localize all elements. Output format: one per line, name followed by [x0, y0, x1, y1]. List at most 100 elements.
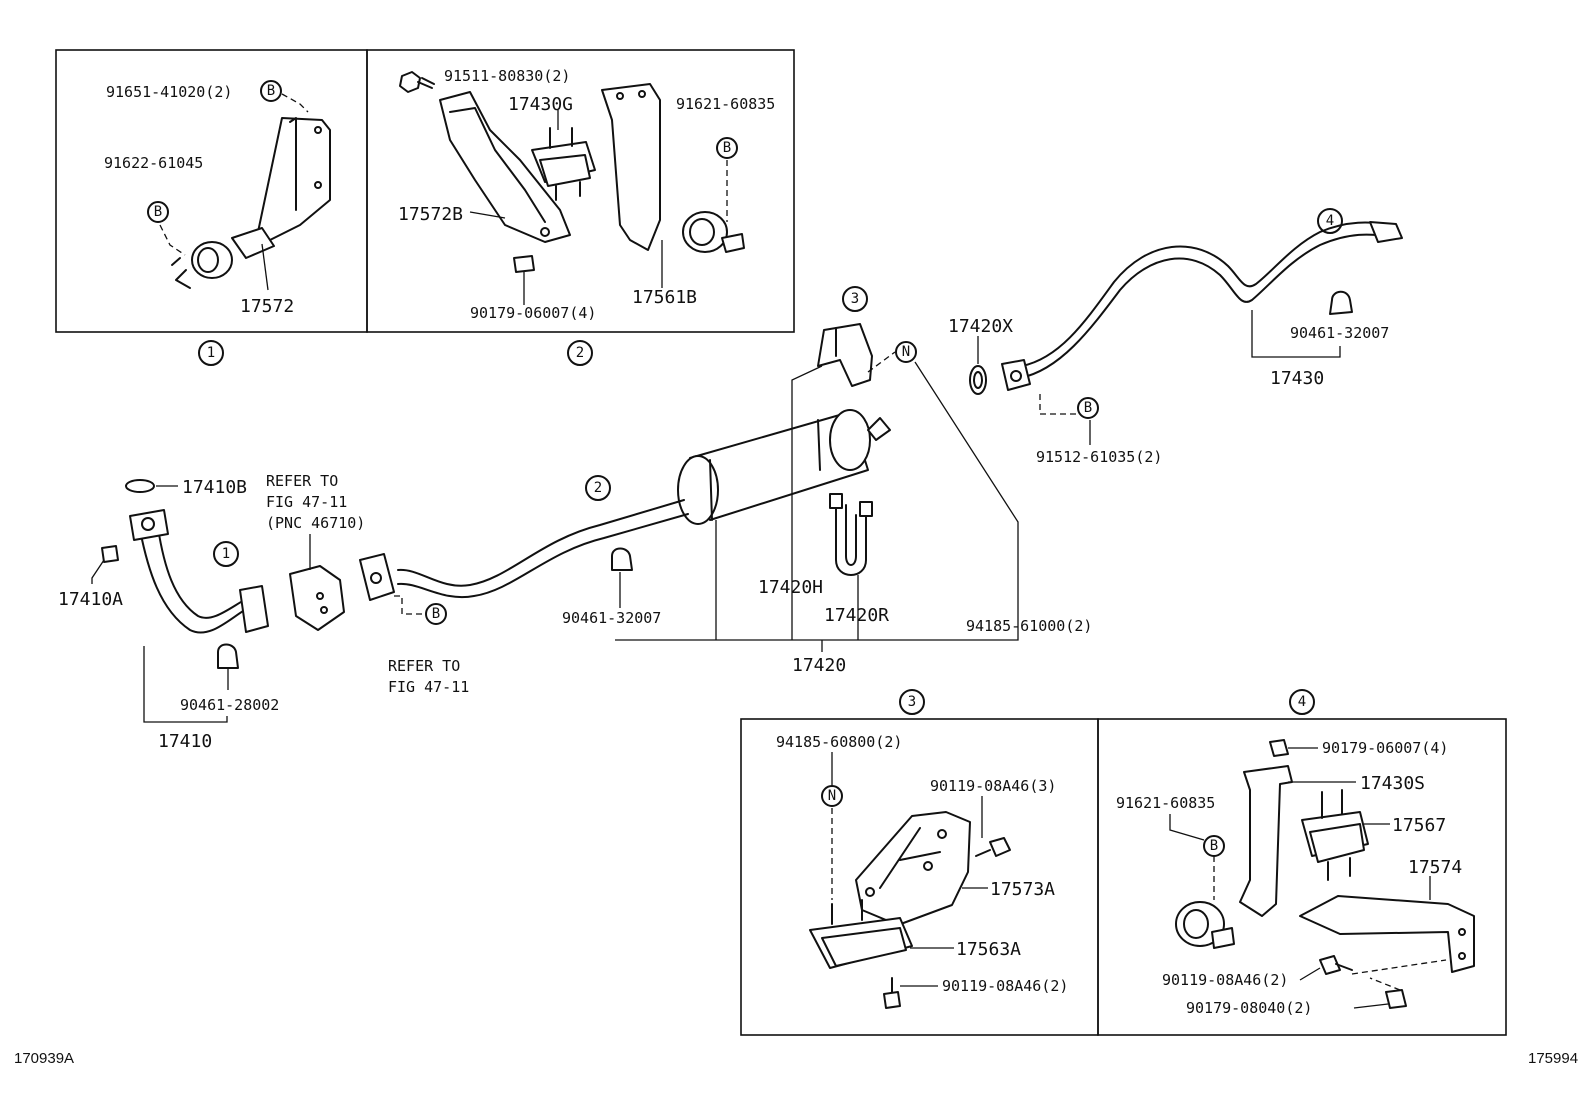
box3-bracket-17573a	[855, 811, 971, 926]
box4-leader-90119	[1299, 967, 1321, 981]
tail-pipe-17430	[1001, 221, 1403, 391]
label-17563a: 17563A	[956, 939, 1021, 960]
svg-text:4: 4	[1326, 213, 1334, 229]
muffler-leader-h	[791, 365, 823, 640]
label-94185-60800: 94185-60800(2)	[776, 733, 902, 751]
svg-text:B: B	[1084, 400, 1092, 416]
callout-b-frontpipe: B	[425, 603, 447, 625]
clamp-90461-32007-right	[1329, 290, 1353, 315]
gasket-17410b	[125, 479, 155, 493]
box4-mount-17567	[1301, 789, 1369, 881]
label-17573a: 17573A	[990, 879, 1055, 900]
nut-17410a	[101, 545, 119, 563]
box2-mount-17430g	[531, 127, 596, 201]
muffler-leader-n	[867, 351, 896, 373]
label-90119-08a46-2-box4: 90119-08A46(2)	[1162, 971, 1288, 989]
box1-clamp	[171, 241, 233, 289]
svg-text:3: 3	[908, 694, 916, 710]
callout-4-tailpipe: 4	[1317, 208, 1343, 234]
label-refer-fig-3: (PNC 46710)	[266, 514, 365, 532]
label-90179-06007-box4: 90179-06007(4)	[1322, 739, 1448, 757]
label-17430g: 17430G	[508, 94, 573, 115]
callout-3-muffler: 3	[842, 286, 868, 312]
svg-text:1: 1	[207, 345, 215, 361]
hanger-bracket-17420h	[817, 323, 873, 387]
callout-2-box2: 2	[567, 340, 593, 366]
callout-2-pipe: 2	[585, 475, 611, 501]
label-91621-60835-top: 91621-60835	[676, 95, 775, 113]
box2-nut	[513, 255, 535, 273]
label-refer-fig2-2: FIG 47-11	[388, 678, 469, 696]
label-17410b: 17410B	[182, 477, 247, 498]
box4-leader-bolt	[1351, 959, 1447, 975]
box4-bolt	[1319, 955, 1353, 975]
label-17561b: 17561B	[632, 287, 697, 308]
box3-bolt-bottom	[883, 977, 901, 1009]
svg-text:1: 1	[222, 546, 230, 562]
callout-b-box1-a: B	[260, 80, 282, 102]
svg-text:2: 2	[594, 480, 602, 496]
callout-b-box1-b: B	[147, 201, 169, 223]
svg-text:B: B	[1210, 838, 1218, 854]
muffler-leader-bracket	[615, 361, 1019, 641]
label-90461-32007-mid: 90461-32007	[562, 609, 661, 627]
label-17430s: 17430S	[1360, 773, 1425, 794]
callout-1-frontpipe: 1	[213, 541, 239, 567]
front-pipe-17410	[129, 509, 269, 634]
label-90179-06007-top: 90179-06007(4)	[470, 304, 596, 322]
center-pipe	[359, 499, 689, 601]
box4-clamp	[1175, 901, 1235, 949]
label-refer-fig-1: REFER TO	[266, 472, 338, 490]
flange-refer	[289, 565, 345, 631]
corner-code-left: 170939A	[14, 1050, 74, 1067]
box4-nut-bottom	[1385, 989, 1407, 1009]
label-refer-fig2-1: REFER TO	[388, 657, 460, 675]
clamp-90461-28002	[217, 643, 239, 669]
label-90461-28002: 90461-28002	[180, 696, 279, 714]
box2-clamp	[682, 211, 745, 253]
callout-n-muffler: N	[895, 341, 917, 363]
callout-b-box2: B	[716, 137, 738, 159]
label-17420: 17420	[792, 655, 846, 676]
label-17410a: 17410A	[58, 589, 123, 610]
box1-leader-b2	[159, 224, 186, 256]
callout-4-box4: 4	[1289, 689, 1315, 715]
box4-hanger-17430s	[1239, 765, 1293, 917]
gasket-17420x	[969, 365, 987, 395]
callout-3-box3: 3	[899, 689, 925, 715]
svg-text:B: B	[154, 204, 162, 220]
box4-leader-nut	[1369, 977, 1401, 991]
label-94185-61000: 94185-61000(2)	[966, 617, 1092, 635]
svg-text:3: 3	[851, 291, 859, 307]
box2-leader-17572b	[469, 211, 506, 219]
box1-leader-17572	[261, 243, 269, 291]
box3-mount-17563a	[809, 899, 913, 969]
label-91622-61045: 91622-61045	[104, 154, 203, 172]
frontpipe-leader-17410	[143, 646, 228, 723]
ubolt-17420r	[829, 493, 873, 576]
label-90119-08a46-3: 90119-08A46(3)	[930, 777, 1056, 795]
muffler-17420	[677, 409, 891, 525]
box4-leader-90179-08040	[1353, 1003, 1389, 1009]
box2-bolt	[399, 71, 435, 93]
svg-text:N: N	[902, 344, 910, 360]
callout-n-box3: N	[821, 785, 843, 807]
svg-text:B: B	[723, 140, 731, 156]
label-17567: 17567	[1392, 815, 1446, 836]
callout-b-tailpipe: B	[1077, 397, 1099, 419]
label-90461-32007-right: 90461-32007	[1290, 324, 1389, 342]
corner-code-right: 175994	[1528, 1050, 1578, 1067]
label-91512-61035: 91512-61035(2)	[1036, 448, 1162, 466]
label-17574: 17574	[1408, 857, 1462, 878]
box1-hanger-bracket	[231, 117, 331, 259]
label-17572: 17572	[240, 296, 294, 317]
box4-nut-top	[1269, 739, 1289, 757]
callout-b-box4: B	[1203, 835, 1225, 857]
label-17410: 17410	[158, 731, 212, 752]
label-91511-80830: 91511-80830(2)	[444, 67, 570, 85]
detail-box-2	[366, 49, 795, 333]
callout-1-box1: 1	[198, 340, 224, 366]
label-17420h: 17420H	[758, 577, 823, 598]
label-refer-fig-2: FIG 47-11	[266, 493, 347, 511]
label-17420r: 17420R	[824, 605, 889, 626]
